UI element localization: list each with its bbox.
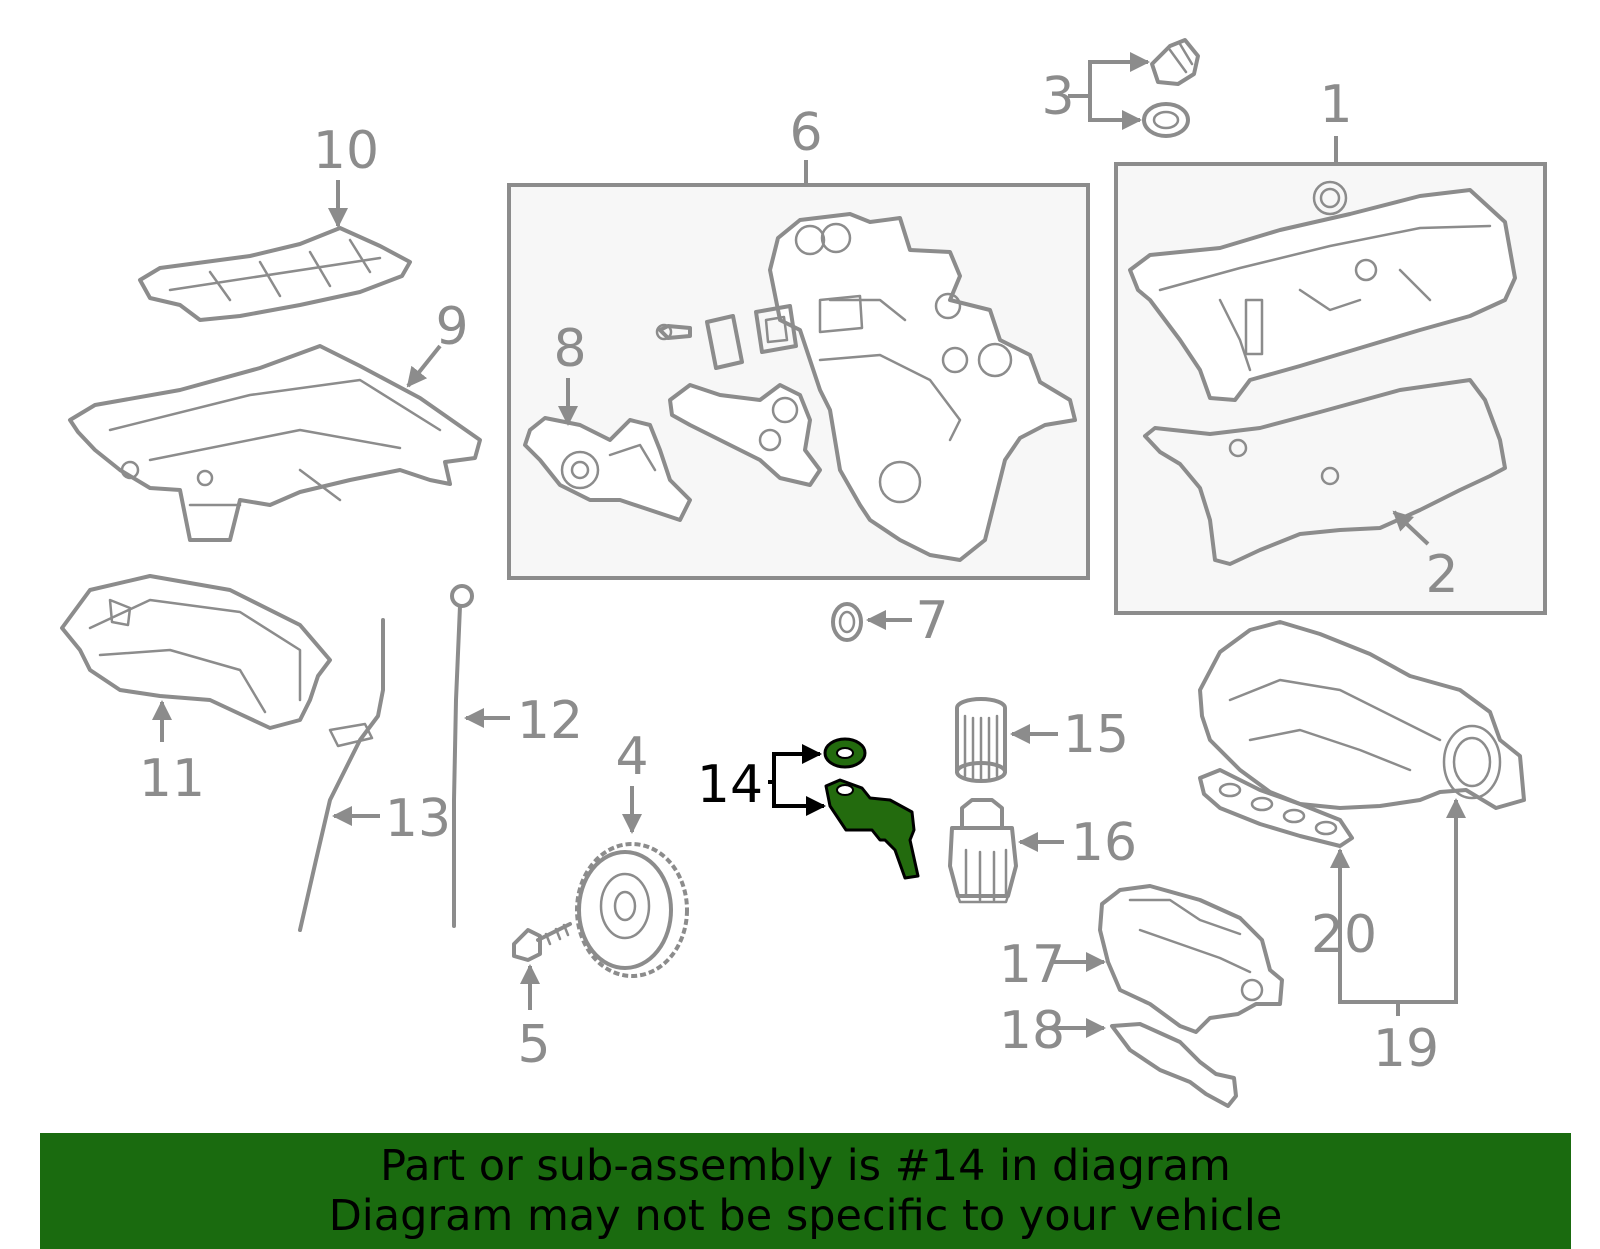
part-7-oil-seal[interactable]: [831, 602, 863, 642]
callout-5[interactable]: 5: [517, 1015, 550, 1075]
part-11-lower-oil-pan[interactable]: [60, 574, 332, 730]
part-6-timing-cover[interactable]: [768, 212, 1077, 562]
callout-9[interactable]: 9: [435, 297, 468, 357]
part-4-crank-pulley[interactable]: [575, 842, 689, 978]
callout-10[interactable]: 10: [313, 121, 379, 181]
part-15-oil-filter-element[interactable]: [955, 697, 1007, 783]
part-9-upper-oil-pan[interactable]: [68, 344, 482, 542]
part-3-oil-filler-cap[interactable]: [1142, 38, 1200, 138]
part-17-manifold[interactable]: [1098, 884, 1284, 1034]
callout-8[interactable]: 8: [553, 319, 586, 379]
callout-13[interactable]: 13: [385, 789, 451, 849]
callout-7[interactable]: 7: [915, 591, 948, 651]
callout-2[interactable]: 2: [1425, 545, 1458, 605]
callout-16[interactable]: 16: [1071, 813, 1137, 873]
leader-lines: [152, 52, 1466, 1038]
banner-line-1: Part or sub-assembly is #14 in diagram: [380, 1141, 1231, 1191]
callout-1[interactable]: 1: [1319, 75, 1352, 135]
callout-6[interactable]: 6: [789, 103, 822, 163]
part-18-gasket[interactable]: [1110, 1022, 1238, 1108]
callout-3[interactable]: 3: [1041, 67, 1074, 127]
part-10-baffle-plate[interactable]: [138, 226, 412, 322]
part-12-dipstick[interactable]: [450, 584, 474, 928]
part-6-gaskets[interactable]: [655, 304, 798, 370]
leader-14: [768, 744, 826, 816]
callout-14[interactable]: 14: [697, 755, 763, 815]
info-banner: Part or sub-assembly is #14 in diagram D…: [40, 1133, 1571, 1249]
part-13-dipstick-guide[interactable]: [298, 618, 385, 932]
part-20-manifold-gasket[interactable]: [1198, 768, 1354, 848]
part-14-oil-strainer[interactable]: [823, 737, 920, 880]
callout-4[interactable]: 4: [615, 727, 648, 787]
callout-15[interactable]: 15: [1063, 705, 1129, 765]
callout-19[interactable]: 19: [1373, 1019, 1439, 1079]
callout-17[interactable]: 17: [999, 935, 1065, 995]
part-5-bolt[interactable]: [512, 922, 572, 962]
part-2-valve-cover-gasket[interactable]: [1143, 378, 1507, 566]
callout-20[interactable]: 20: [1311, 905, 1377, 965]
part-1-valve-cover[interactable]: [1128, 180, 1517, 402]
part-19-intake-manifold[interactable]: [1198, 620, 1526, 810]
callout-11[interactable]: 11: [139, 749, 205, 809]
banner-line-2: Diagram may not be specific to your vehi…: [328, 1191, 1283, 1241]
part-14-strainer[interactable]: [824, 778, 920, 880]
part-8-water-pump[interactable]: [523, 383, 822, 522]
callout-18[interactable]: 18: [999, 1001, 1065, 1061]
part-16-oil-filter-cap[interactable]: [948, 798, 1018, 904]
callout-12[interactable]: 12: [517, 691, 583, 751]
